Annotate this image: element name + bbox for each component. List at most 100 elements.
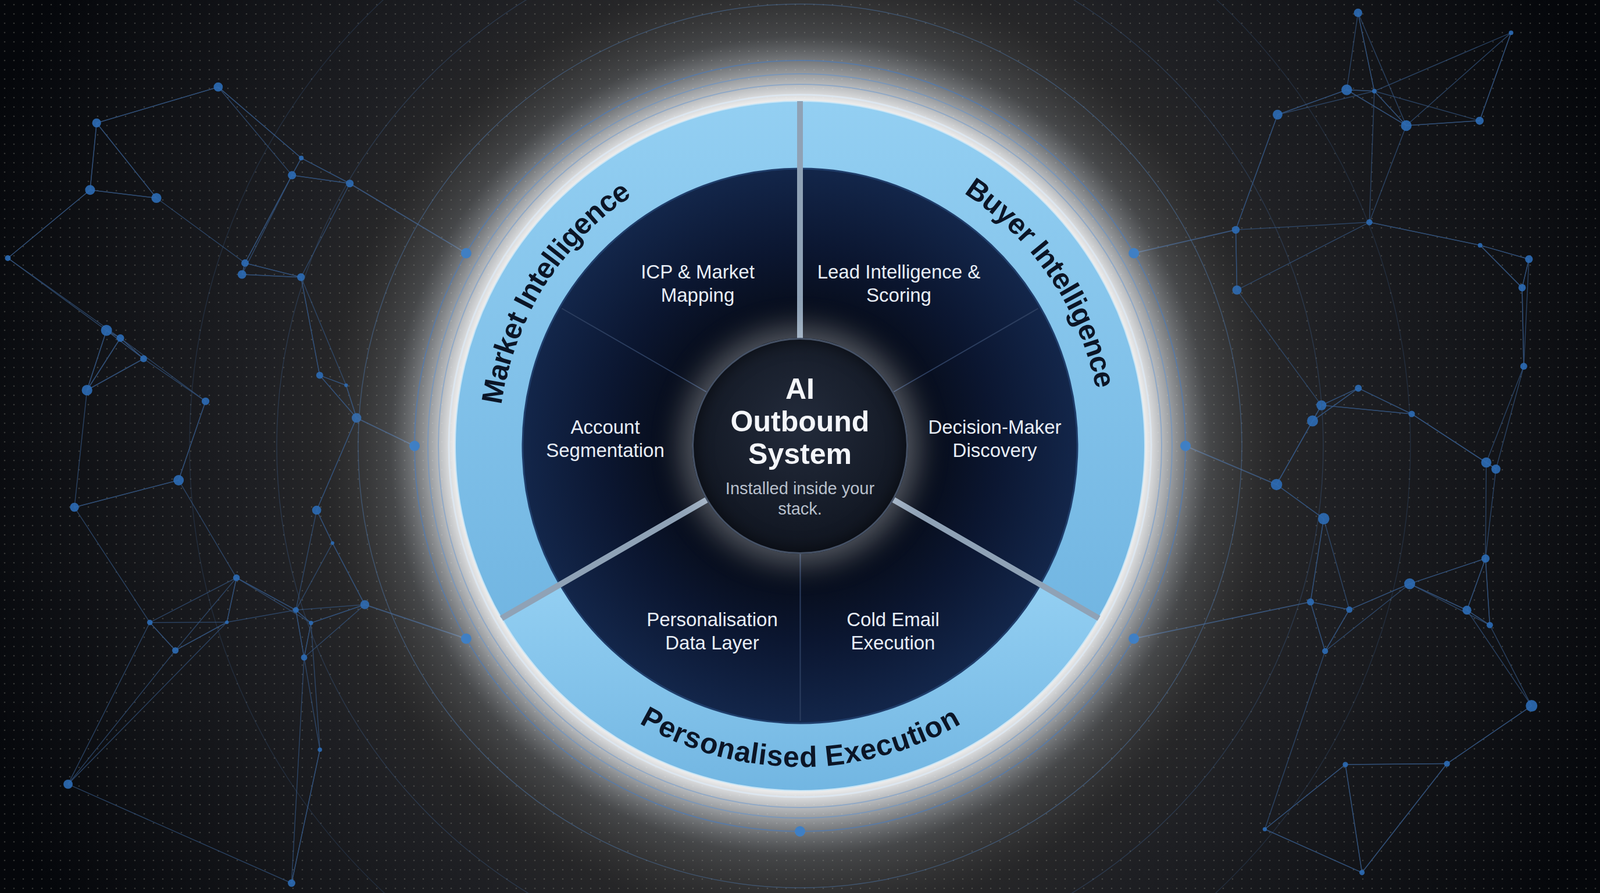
network-line (1349, 583, 1410, 610)
ring-dot (1180, 440, 1191, 452)
ring-dot (1128, 248, 1139, 259)
network-line (1409, 558, 1486, 584)
network-line (1411, 413, 1496, 470)
segment-item: Cold Email Execution (805, 608, 981, 655)
network-line (74, 480, 179, 508)
network-line (1236, 222, 1370, 230)
segment-item: Decision-Maker Discovery (907, 415, 1082, 462)
network-line (304, 657, 320, 750)
segment-line (893, 308, 1039, 393)
arc-letter: d (798, 738, 818, 775)
network-line (175, 622, 228, 650)
network-line (175, 622, 228, 650)
network-line (1276, 484, 1324, 519)
network-line (1409, 583, 1491, 625)
network-node (1481, 457, 1492, 469)
network-line (1358, 12, 1375, 92)
network-line (7, 190, 91, 259)
network-line (226, 609, 296, 623)
network-line (1411, 413, 1487, 463)
network-node (213, 82, 223, 92)
network-node (1354, 384, 1362, 392)
network-node (147, 619, 153, 626)
network-line (244, 175, 292, 263)
network-line (175, 577, 237, 651)
network-line (150, 622, 176, 651)
network-line (1345, 763, 1448, 766)
network-line (301, 183, 350, 278)
network-line (236, 577, 296, 611)
band-title: Market Intelligence (475, 173, 639, 410)
network-node (81, 384, 93, 396)
network-line (1237, 222, 1370, 291)
segment-label: Personalisation Data Layer (625, 608, 800, 655)
network-line (120, 338, 206, 402)
network-line (226, 577, 237, 623)
divider-disc (455, 101, 1145, 791)
network-node (301, 654, 308, 662)
segment-label: Lead Intelligence & Scoring (811, 260, 987, 307)
network-line (74, 507, 150, 623)
segment-label: ICP & Market Mapping (610, 260, 785, 307)
network-node (116, 334, 125, 342)
network-line (106, 330, 144, 359)
core-title: AI Outbound System (724, 372, 876, 471)
network-line (1485, 558, 1490, 625)
network-line (244, 262, 301, 277)
network-line (1321, 405, 1412, 414)
segment-label: Cold Email Execution (805, 608, 981, 655)
network-line (1310, 601, 1350, 610)
network-line (1346, 12, 1358, 90)
network-node (1262, 827, 1267, 832)
network-node (1231, 226, 1240, 234)
network-line (291, 657, 305, 884)
network-node (1404, 578, 1416, 590)
network-node (287, 879, 296, 888)
network-node (1306, 415, 1319, 427)
network-line (68, 622, 227, 785)
network-line (1409, 558, 1486, 584)
network-node (1345, 606, 1353, 613)
network-line (1264, 764, 1346, 830)
network-line (1264, 764, 1346, 830)
network-line (90, 190, 157, 199)
network-line (1276, 484, 1324, 519)
network-line (1264, 651, 1325, 830)
network-line (150, 622, 176, 651)
segment-item: Personalisation Data Layer (625, 608, 800, 655)
glow (323, 0, 1277, 893)
network-line (1325, 609, 1350, 652)
network-line (1523, 259, 1530, 367)
network-node (308, 620, 314, 626)
network-line (1323, 518, 1350, 610)
network-node (233, 574, 241, 582)
network-line (1310, 601, 1325, 652)
network-line (1362, 763, 1448, 873)
network-line (1277, 91, 1374, 115)
network-node (225, 620, 229, 624)
network-node (1508, 30, 1514, 35)
network-line (87, 358, 144, 391)
network-line (1466, 609, 1532, 706)
network-line (150, 577, 237, 623)
network-line (1406, 120, 1480, 126)
network-line (87, 338, 121, 391)
network-line (1264, 829, 1362, 873)
network-line (1276, 420, 1313, 485)
network-line (68, 784, 292, 884)
network-line (1358, 388, 1412, 414)
network-line (7, 258, 121, 339)
network-node (1518, 284, 1527, 292)
network-node (201, 397, 210, 406)
network-line (1236, 114, 1278, 230)
network-line (218, 87, 302, 159)
network-line (291, 175, 350, 184)
network-line (1349, 583, 1410, 610)
network-node (1318, 512, 1330, 525)
network-line (295, 543, 333, 610)
network-line (218, 87, 302, 159)
network-line (1345, 764, 1363, 873)
